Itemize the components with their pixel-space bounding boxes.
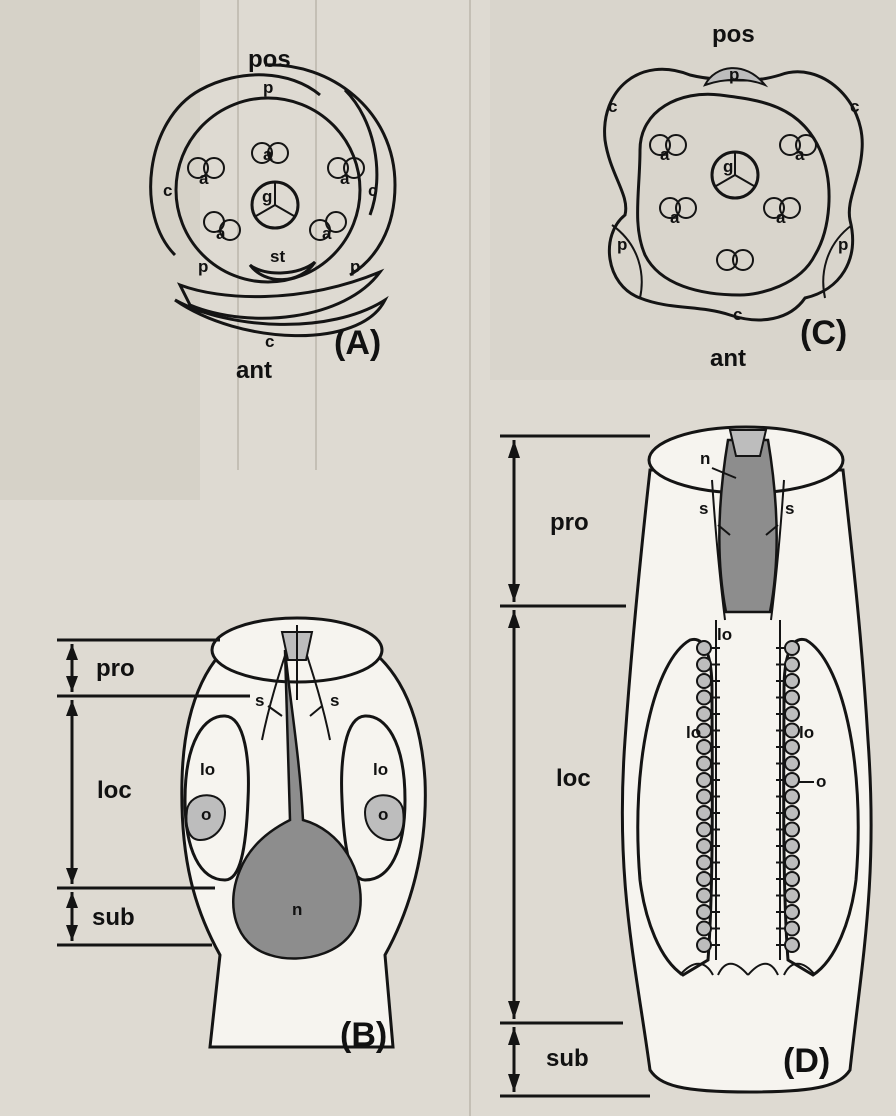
ovule (785, 889, 799, 903)
ovule (697, 773, 711, 787)
label-sub: sub (92, 904, 135, 931)
label-ovule: o (816, 772, 826, 791)
label-loc: loc (97, 777, 132, 804)
label-anther: a (340, 169, 350, 188)
ovule (697, 674, 711, 688)
ovule (697, 757, 711, 771)
label-pro: pro (550, 509, 589, 536)
ovule (697, 889, 711, 903)
ovule (785, 773, 799, 787)
label-nectary: n (700, 449, 710, 468)
label-petal: p (617, 235, 627, 254)
label-ant: ant (236, 357, 272, 384)
label-calyx: c (850, 97, 859, 116)
label-petal: p (729, 65, 739, 84)
ovule (697, 938, 711, 952)
ovule (697, 740, 711, 754)
ovule (785, 790, 799, 804)
ovule (785, 922, 799, 936)
panel-label-b: (B) (340, 1016, 387, 1054)
label-septum: s (255, 691, 264, 710)
panel-b-ovary-section: pro loc sub s s lo lo o o n (B) (57, 618, 425, 1054)
label-calyx: c (265, 332, 274, 351)
ovule (785, 905, 799, 919)
label-pos: pos (712, 21, 755, 48)
ovule (697, 922, 711, 936)
ovule (697, 905, 711, 919)
label-septum: s (699, 499, 708, 518)
ovule (785, 806, 799, 820)
label-locule: lo (799, 723, 814, 742)
ovule (785, 674, 799, 688)
label-loc: loc (556, 765, 591, 792)
label-gynoecium: g (262, 187, 272, 206)
ovule (697, 806, 711, 820)
label-septum: s (330, 691, 339, 710)
label-anther: a (670, 208, 680, 227)
ovule (785, 757, 799, 771)
ovule (697, 641, 711, 655)
ovule (785, 707, 799, 721)
label-locule: lo (373, 760, 388, 779)
panel-d-ovary-section: pro loc sub s s n lo lo lo o (D) (500, 427, 871, 1096)
ovule (785, 658, 799, 672)
ovule (785, 691, 799, 705)
ovule (697, 658, 711, 672)
ovule (785, 823, 799, 837)
panel-label-c: (C) (800, 314, 847, 352)
label-petal: p (198, 257, 208, 276)
label-locule: lo (686, 723, 701, 742)
ovule (785, 872, 799, 886)
label-petal: p (263, 78, 273, 97)
label-ant: ant (710, 345, 746, 372)
label-calyx: c (608, 97, 617, 116)
label-anther: a (199, 169, 209, 188)
label-ovule: o (378, 805, 388, 824)
label-sub: sub (546, 1045, 589, 1072)
label-anther: a (776, 208, 786, 227)
label-gynoecium: g (723, 157, 733, 176)
label-pro: pro (96, 655, 135, 682)
label-calyx: c (163, 181, 172, 200)
label-calyx: c (733, 305, 742, 324)
label-petal: p (838, 235, 848, 254)
label-nectary: n (292, 900, 302, 919)
label-anther: a (322, 224, 332, 243)
label-locule: lo (717, 625, 732, 644)
ovule (785, 641, 799, 655)
ovule (697, 839, 711, 853)
label-anther: a (660, 145, 670, 164)
ovule (697, 823, 711, 837)
panel-label-d: (D) (783, 1042, 830, 1080)
label-locule: lo (200, 760, 215, 779)
label-septum: s (785, 499, 794, 518)
panel-label-a: (A) (334, 324, 381, 362)
label-anther: a (263, 145, 273, 164)
label-calyx: c (368, 181, 377, 200)
label-petal: p (350, 257, 360, 276)
ovule (697, 707, 711, 721)
ovule (785, 839, 799, 853)
label-pos: pos (248, 46, 291, 73)
ovule (697, 691, 711, 705)
ovule (785, 724, 799, 738)
label-staminode: st (270, 247, 285, 266)
label-anther: a (795, 145, 805, 164)
ovule (697, 856, 711, 870)
label-anther: a (216, 224, 226, 243)
ovule (697, 872, 711, 886)
ovule (785, 856, 799, 870)
ovule (785, 740, 799, 754)
ovule (697, 790, 711, 804)
label-ovule: o (201, 805, 211, 824)
ovule (785, 938, 799, 952)
